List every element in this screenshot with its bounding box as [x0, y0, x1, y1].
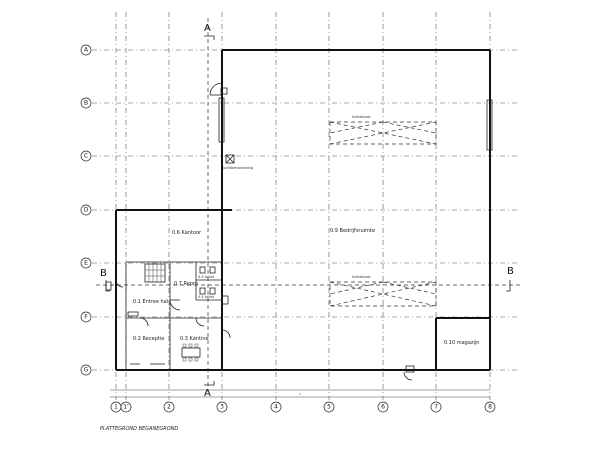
- section-a-bottom-label: A: [204, 388, 211, 399]
- hall-entrance-door: [403, 365, 415, 381]
- office-block-walls: [105, 209, 232, 371]
- section-b-right-label: B: [507, 266, 514, 277]
- annotation-lichtstraat-top: lichtstraat: [352, 115, 371, 119]
- grid-label-row-F: F: [84, 314, 88, 321]
- grid-bubble-col-2: [163, 401, 175, 413]
- drawing-title: PLATTEGROND BEGANEGROND: [100, 426, 178, 432]
- dimension-lines: 1: [110, 389, 490, 398]
- luchtbehandeling-symbol: [225, 154, 235, 164]
- grid-label-row-B: B: [84, 100, 88, 107]
- room-label-entree-hal: 0.1 Entree hal: [133, 299, 168, 305]
- stairs: [144, 263, 166, 283]
- grid-label-row-C: C: [84, 153, 88, 160]
- annotation-toilet-dames: 0.4 toilet: [198, 295, 215, 299]
- reception-desk: [127, 311, 139, 317]
- grid-label-row-D: D: [84, 207, 89, 214]
- kantine-table: [181, 343, 201, 362]
- grid-label-col-5: 5: [327, 404, 331, 411]
- grid-bubble-row-F: [80, 311, 92, 323]
- section-b-left-label: B: [100, 268, 107, 279]
- grid-bubble-row-G: [80, 364, 92, 376]
- section-a-top-label: A: [204, 23, 211, 34]
- grid-label-row-A: A: [84, 47, 89, 54]
- skylight-bottom: [329, 281, 437, 307]
- grid-label-col-2: 2: [167, 404, 171, 411]
- skylight-top: [329, 121, 437, 145]
- grid-label-col-1: 1: [114, 404, 118, 411]
- room-label-repro: 0.7 Repro: [174, 281, 198, 287]
- grid-label-row-E: E: [84, 260, 88, 267]
- grid-label-col-1a: 1': [123, 404, 129, 411]
- annotation-toilet-heren: 0.5 toilet: [198, 275, 215, 279]
- grid-bubble-col-1a: [120, 401, 132, 413]
- section-line-a: [204, 18, 215, 392]
- svg-text:1: 1: [299, 392, 301, 396]
- grid-bubble-col-8: [484, 401, 496, 413]
- annotation-luchtbehandeling: luchtbehandeling: [222, 166, 253, 170]
- grid-label-col-7: 7: [434, 404, 438, 411]
- grid-bubble-row-D: [80, 204, 92, 216]
- room-label-kantine: 0.3 Kantine: [180, 336, 209, 342]
- grid-bubble-col-4: [270, 401, 282, 413]
- grid-bubble-row-A: [80, 44, 92, 56]
- grid-label-col-8: 8: [488, 404, 492, 411]
- annotation-lichtstraat-bottom: lichtstraat: [352, 275, 371, 279]
- room-label-receptie: 0.2 Receptie: [133, 336, 164, 342]
- grid-label-col-6: 6: [381, 404, 385, 411]
- grid-label-col-4: 4: [274, 404, 278, 411]
- grid-bubble-col-3: [216, 401, 228, 413]
- grid-bubble-col-6: [377, 401, 389, 413]
- section-line-b: [96, 280, 520, 292]
- grid-label-col-3: 3: [220, 404, 224, 411]
- room-label-bedrijfsruimte: 0.9 Bedrijfsruimte: [330, 228, 375, 234]
- room-label-kantoor: 0.6 Kantoor: [172, 230, 202, 236]
- grid-bubble-row-C: [80, 150, 92, 162]
- grid-label-row-G: G: [84, 367, 89, 374]
- grid-bubbles: A B C D E F G 1 1' 2 3 4 5 6 7 8: [80, 44, 496, 413]
- magazijn-walls: [435, 317, 490, 370]
- grid-bubble-row-B: [80, 97, 92, 109]
- grid-bubble-row-E: [80, 257, 92, 269]
- room-label-magazijn: 0.10 magazijn: [444, 340, 479, 346]
- grid-bubble-col-5: [323, 401, 335, 413]
- grid-bubble-col-7: [430, 401, 442, 413]
- main-hall-walls: [209, 49, 493, 371]
